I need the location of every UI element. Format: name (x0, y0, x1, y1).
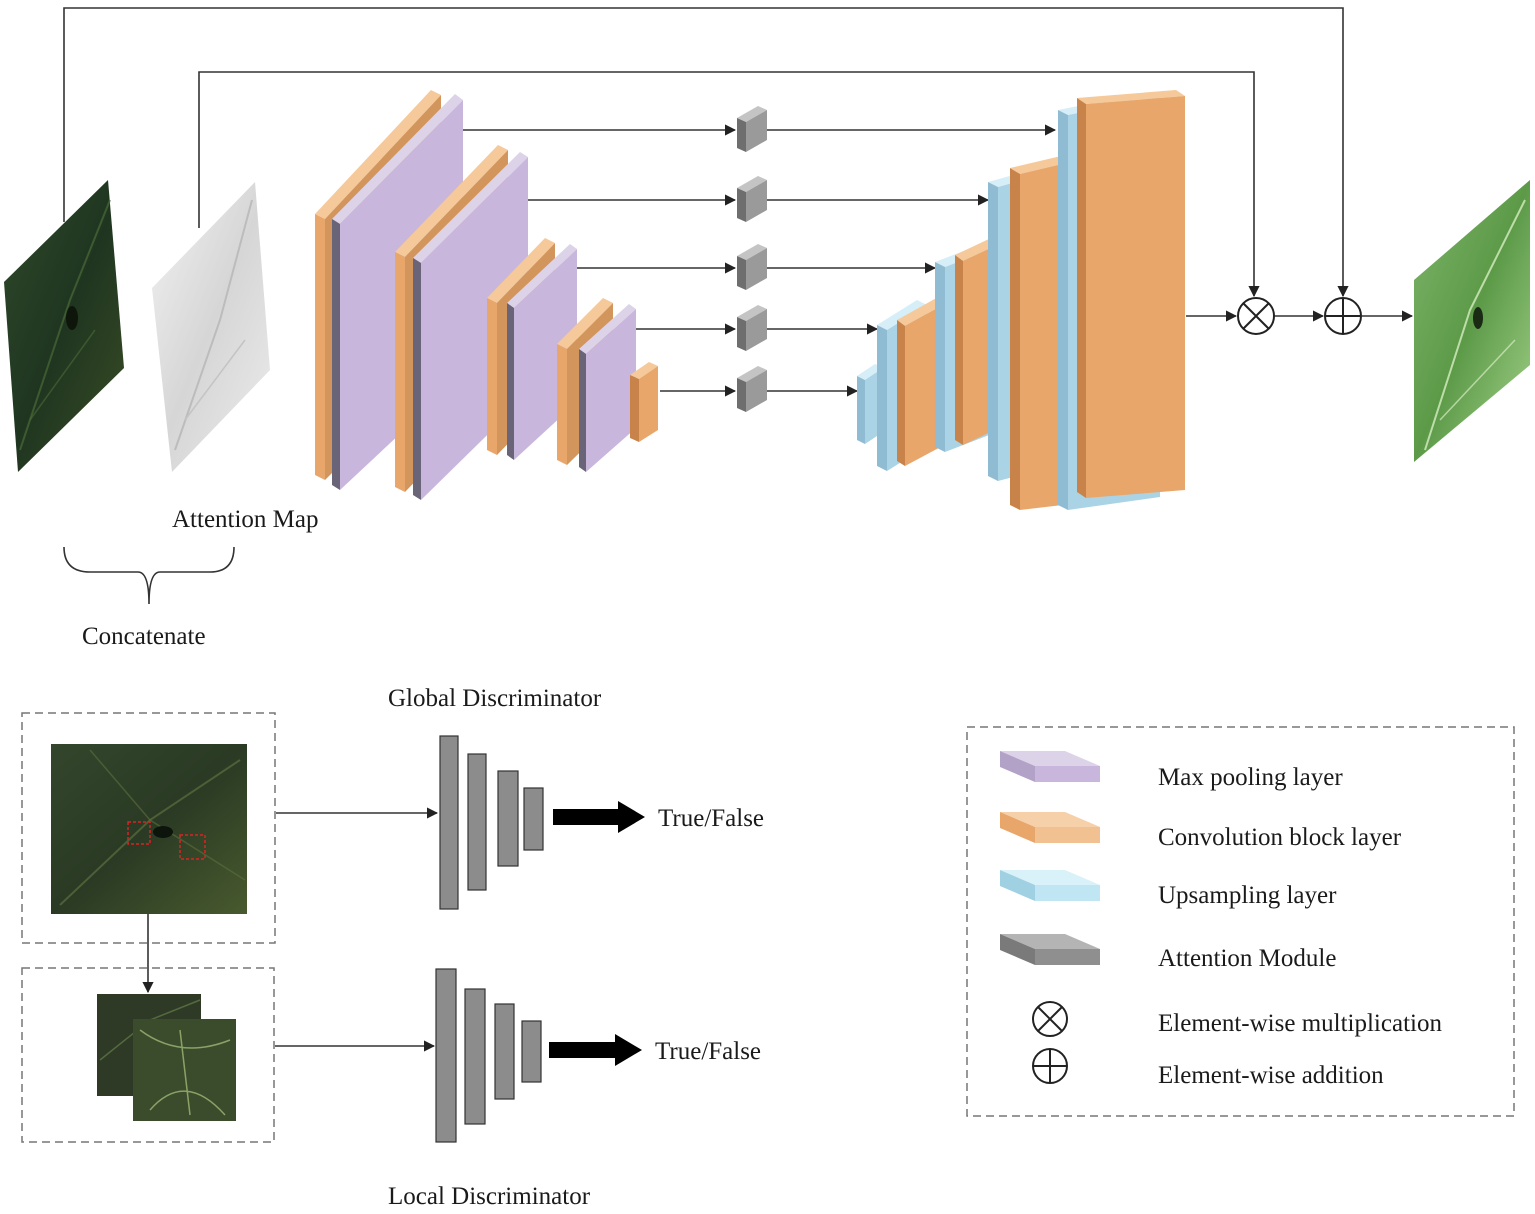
attention-map-label: Attention Map (172, 506, 319, 533)
attention-arrows (463, 124, 1057, 397)
decoder-block-5 (1058, 90, 1185, 510)
output-leaf-image (1414, 180, 1530, 462)
local-input-frame (21, 967, 275, 1143)
legend-addition-label: Element-wise addition (1158, 1062, 1384, 1089)
local-input-patches (97, 994, 236, 1121)
input-leaf-image (4, 180, 124, 472)
decoder (857, 90, 1185, 510)
local-output-arrow (549, 1034, 642, 1066)
addition-operator-icon (1324, 297, 1362, 335)
global-discriminator-network (439, 735, 544, 910)
global-output-label: True/False (658, 805, 764, 832)
global-input-image (51, 744, 247, 914)
attention-modules (737, 106, 767, 412)
legend-upsample-label: Upsampling layer (1158, 882, 1337, 909)
legend-multiplication-label: Element-wise multiplication (1158, 1010, 1442, 1037)
encoder-block-4 (557, 298, 636, 472)
concatenate-brace (63, 546, 235, 605)
legend-attention-label: Attention Module (1158, 945, 1336, 972)
legend-conv-label: Convolution block layer (1158, 824, 1402, 851)
legend-addition-icon (1032, 1048, 1068, 1084)
local-discriminator-network (435, 968, 542, 1143)
bottleneck-block (630, 362, 658, 442)
legend-conv-swatch (1000, 812, 1100, 843)
legend-multiplication-icon (1032, 1001, 1068, 1037)
attention-map-image (152, 182, 270, 472)
legend: Max pooling layer Convolution block laye… (966, 726, 1515, 1117)
legend-upsample-swatch (1000, 870, 1100, 901)
legend-attention-swatch (1000, 934, 1100, 965)
legend-maxpool-swatch (1000, 751, 1100, 782)
global-discriminator-label: Global Discriminator (388, 685, 602, 712)
multiplication-operator-icon (1237, 297, 1275, 335)
concatenate-label: Concatenate (82, 623, 206, 650)
attention-module-2 (737, 176, 767, 222)
encoder (315, 90, 658, 500)
legend-maxpool-label: Max pooling layer (1158, 764, 1343, 791)
local-discriminator-label: Local Discriminator (388, 1183, 591, 1210)
global-input-frame (21, 712, 276, 944)
local-output-label: True/False (655, 1038, 761, 1065)
attention-module-5 (737, 366, 767, 412)
attention-module-4 (737, 305, 767, 351)
attention-module-3 (737, 244, 767, 290)
global-output-arrow (553, 801, 645, 833)
skip-connections (63, 7, 1349, 298)
attention-module-1 (737, 106, 767, 152)
